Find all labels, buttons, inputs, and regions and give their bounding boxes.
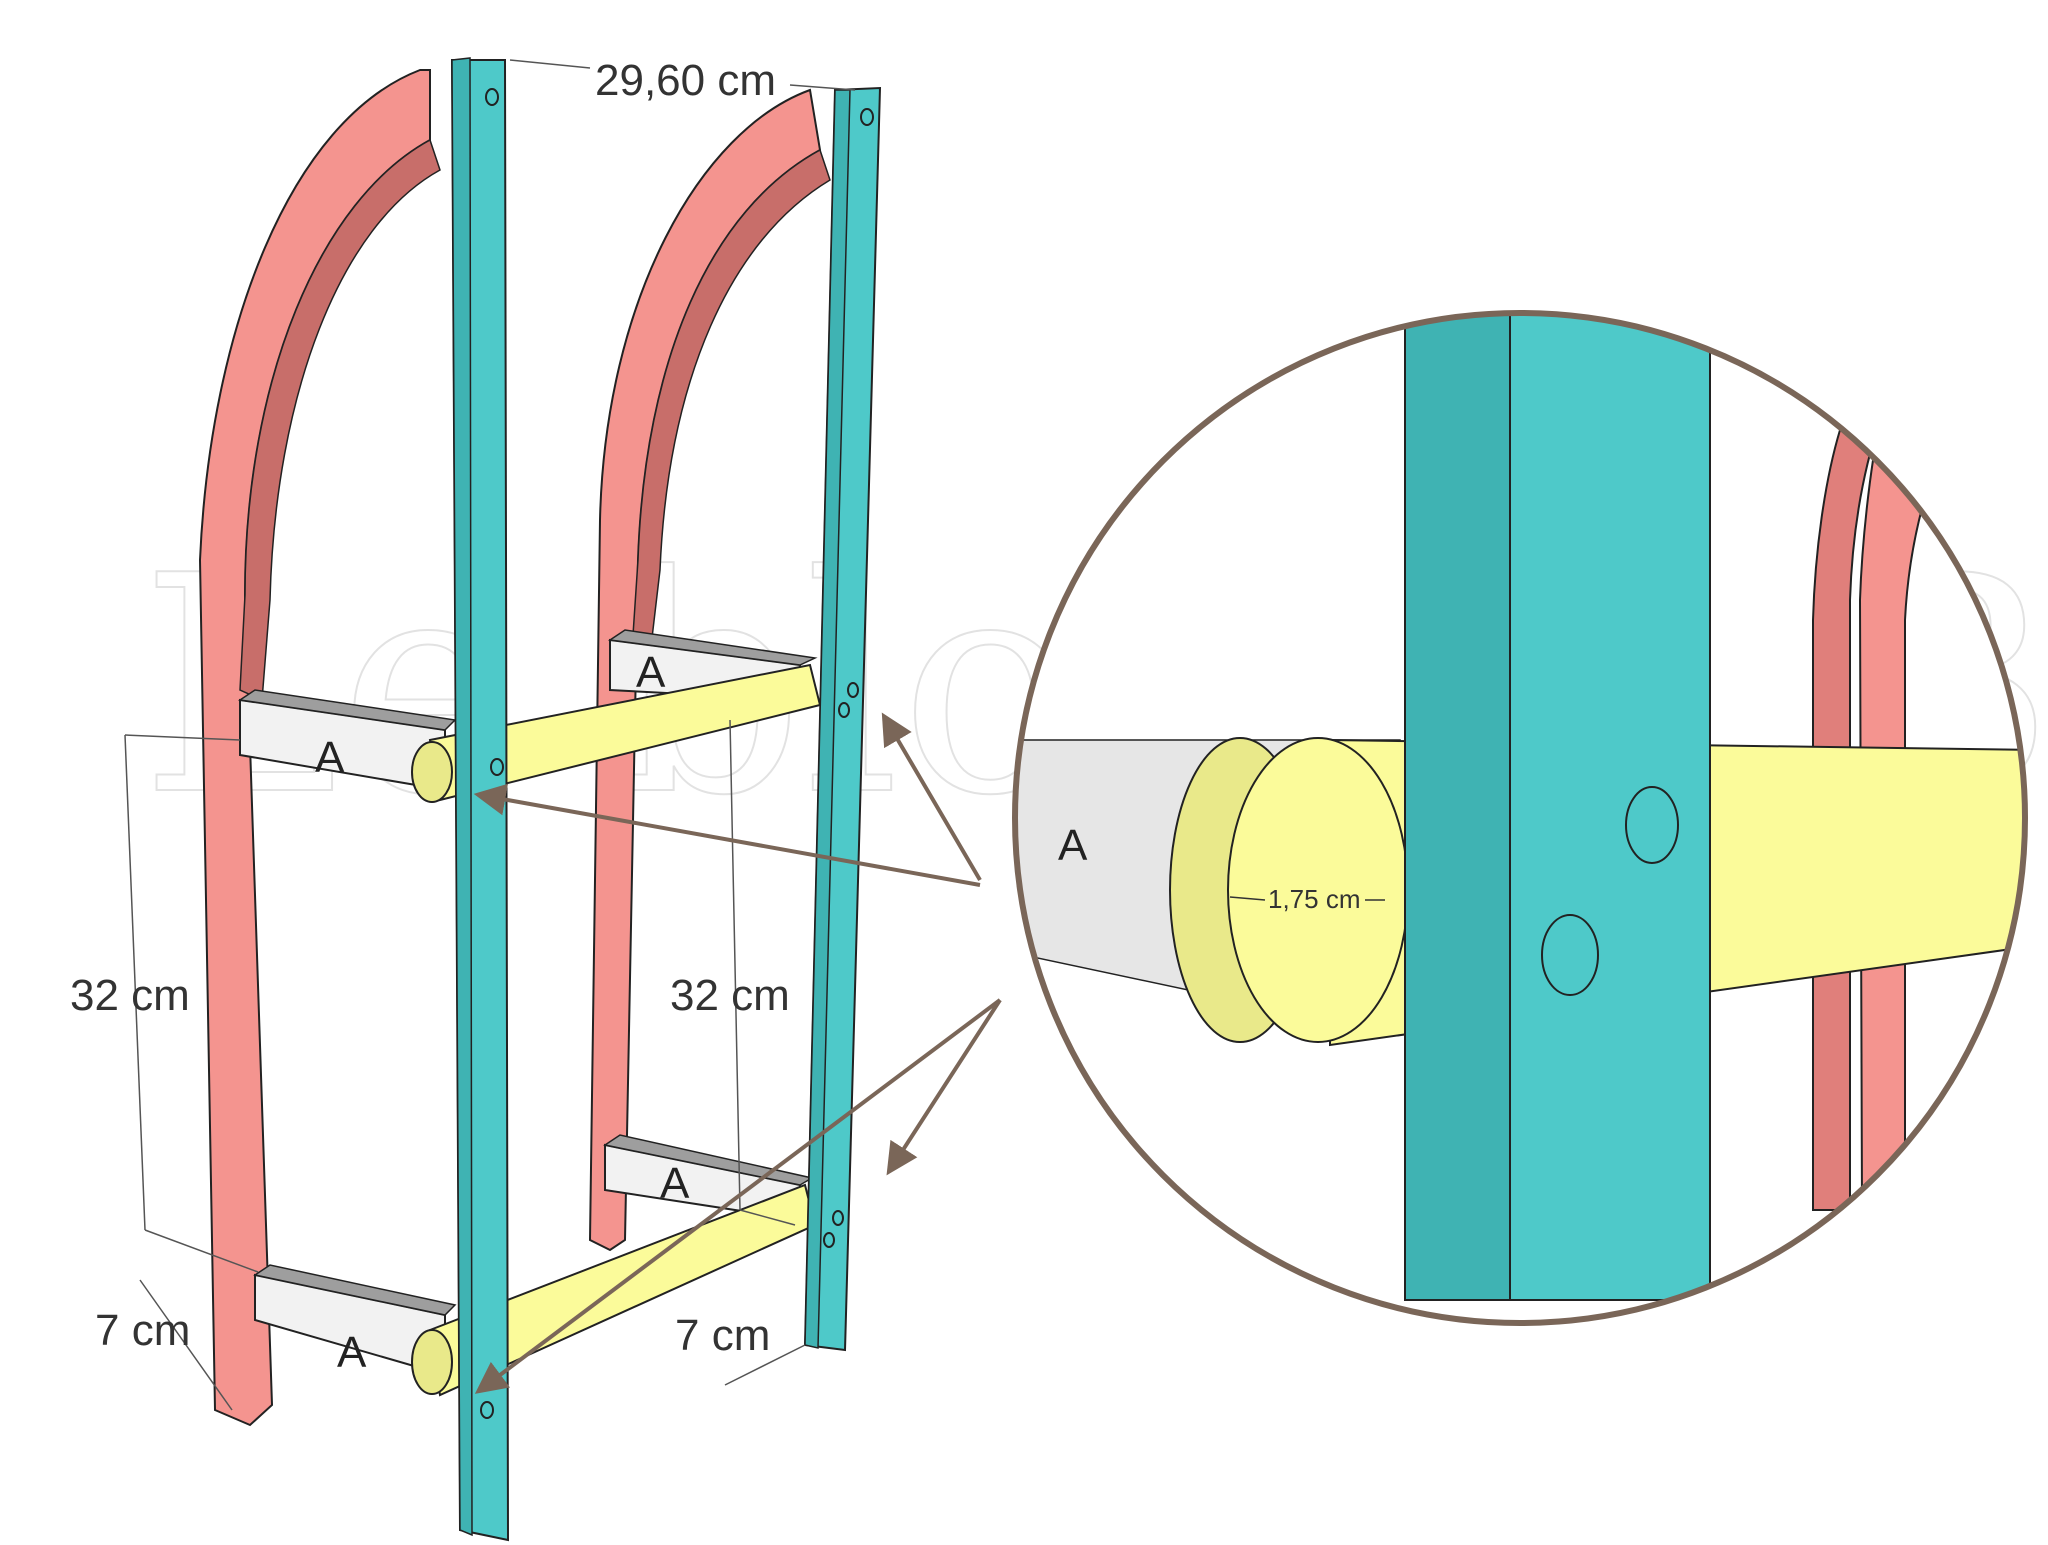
detail-part-label: A: [1058, 821, 1088, 870]
detail-upright-face: [1509, 313, 1711, 1301]
detail-hole-2: [1541, 914, 1599, 996]
detail-hole-1: [1625, 786, 1679, 864]
dimension-lines: [124, 59, 856, 1411]
diameter-line: [1229, 896, 1266, 901]
lower-dowel-end: [411, 1329, 453, 1395]
lower-left-crossbar-top: [253, 1264, 457, 1316]
dimension-right-bottom: 7 cm: [675, 1311, 770, 1360]
screw-holes: [480, 88, 874, 1419]
arrows: [473, 712, 1002, 1394]
dimension-left-height: 32 cm: [70, 971, 190, 1020]
dimension-right-height: 32 cm: [670, 971, 790, 1020]
part-label-upper-left: A: [315, 733, 345, 782]
upper-back-crossbar-top: [607, 629, 818, 666]
upper-dowel-end: [411, 741, 453, 803]
part-label-lower-back: A: [660, 1159, 690, 1208]
detail-zoom: [1015, 313, 2025, 1323]
front-upright-side: [451, 57, 473, 1537]
detail-upright-side: [1404, 313, 1511, 1301]
dimension-left-bottom: 7 cm: [95, 1306, 190, 1355]
back-upright-side: [804, 89, 851, 1349]
part-label-lower-left: A: [337, 1328, 367, 1377]
dimension-top-width: 29,60 cm: [595, 56, 776, 105]
detail-circle-border: [1012, 310, 2028, 1326]
part-label-upper-back: A: [636, 648, 666, 697]
dimension-dowel-diameter: 1,75 cm: [1268, 884, 1361, 914]
